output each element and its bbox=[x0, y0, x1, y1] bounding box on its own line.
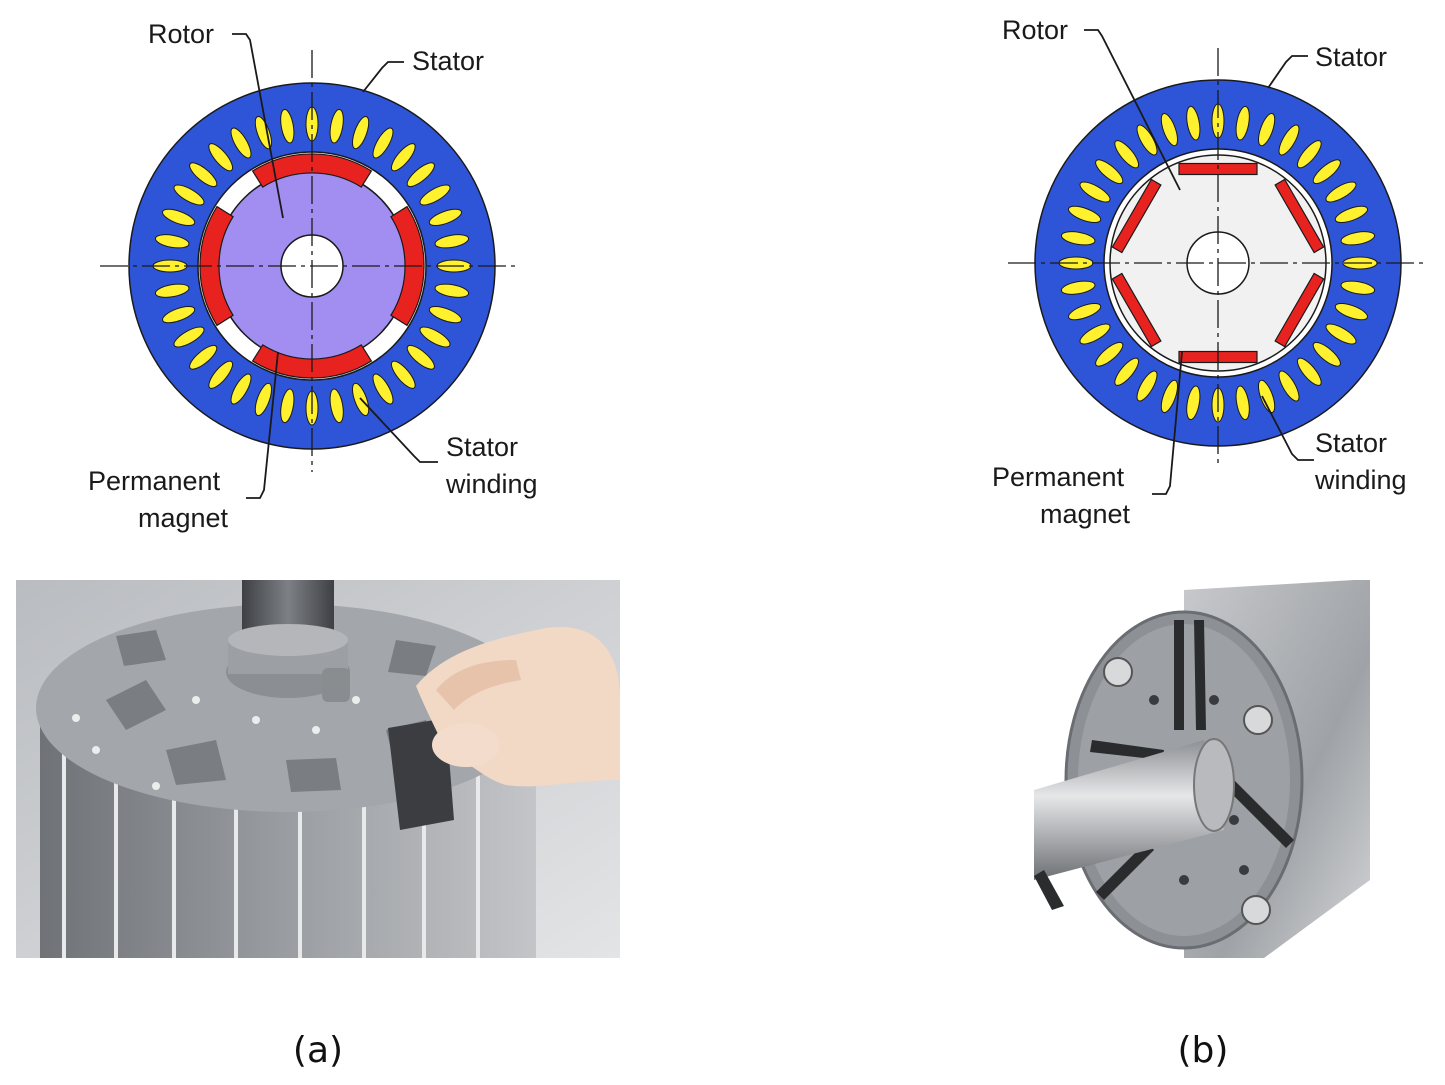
winding-slot bbox=[372, 373, 394, 405]
winding-slot bbox=[434, 283, 470, 298]
permanent-magnet-label-line1: Permanent bbox=[992, 462, 1125, 492]
winding-slot bbox=[230, 127, 252, 159]
diagram-surface-pm-motor: Rotor Stator Stator winding Permanent ma… bbox=[88, 19, 538, 533]
winding-slot bbox=[173, 184, 205, 206]
permanent-magnet-label-line2: magnet bbox=[1040, 499, 1131, 529]
winding-slot bbox=[208, 360, 234, 389]
winding-slot bbox=[1186, 105, 1201, 141]
winding-slot bbox=[1160, 112, 1178, 147]
winding-slot bbox=[1060, 280, 1096, 295]
winding-slot bbox=[1079, 323, 1111, 345]
stator-winding-label-line1: Stator bbox=[446, 432, 518, 462]
winding-slot bbox=[1235, 105, 1250, 141]
winding-slot bbox=[406, 344, 435, 370]
rotor-label: Rotor bbox=[1002, 15, 1068, 45]
winding-slot bbox=[1312, 159, 1341, 185]
winding-slot bbox=[329, 388, 344, 424]
winding-slot bbox=[1079, 181, 1111, 203]
winding-slot bbox=[1067, 303, 1102, 321]
winding-slot bbox=[428, 208, 463, 226]
winding-slot bbox=[161, 208, 196, 226]
caption-b: (b) bbox=[1177, 1030, 1229, 1071]
leader-lines bbox=[1084, 29, 1314, 495]
winding-slot bbox=[390, 143, 416, 172]
winding-slot bbox=[1296, 357, 1322, 386]
winding-slot bbox=[1136, 370, 1158, 402]
winding-slot bbox=[1312, 341, 1341, 367]
winding-slot bbox=[208, 143, 234, 172]
winding-slot bbox=[1258, 379, 1276, 414]
winding-slot bbox=[173, 326, 205, 348]
rotor-label: Rotor bbox=[148, 19, 214, 49]
winding-slot bbox=[154, 283, 190, 298]
winding-slot bbox=[154, 234, 190, 249]
winding-slot bbox=[1278, 124, 1300, 156]
winding-slot bbox=[1334, 303, 1369, 321]
winding-slot bbox=[419, 326, 451, 348]
stator-label: Stator bbox=[1315, 42, 1387, 72]
winding-slot bbox=[352, 115, 370, 150]
winding-slot bbox=[161, 306, 196, 324]
winding-slot bbox=[1186, 385, 1201, 421]
permanent-magnet bbox=[1111, 272, 1162, 348]
winding-slot bbox=[1095, 159, 1124, 185]
winding-slot bbox=[434, 234, 470, 249]
winding-slot bbox=[428, 306, 463, 324]
winding-slot bbox=[280, 108, 295, 144]
winding-slot bbox=[1114, 140, 1140, 169]
winding-slot bbox=[1095, 341, 1124, 367]
winding-slot bbox=[1325, 323, 1357, 345]
winding-slot bbox=[372, 127, 394, 159]
leader-lines bbox=[232, 33, 438, 499]
winding-slot bbox=[1235, 385, 1250, 421]
winding-slot bbox=[189, 162, 218, 188]
surface-mounted-magnet-rotor-photo bbox=[16, 580, 620, 958]
caption-a: (a) bbox=[292, 1030, 344, 1071]
winding-slot bbox=[390, 360, 416, 389]
centerlines bbox=[100, 50, 518, 472]
winding-slot bbox=[1296, 140, 1322, 169]
stator-winding-label-line2: winding bbox=[445, 469, 538, 499]
winding-slot bbox=[280, 388, 295, 424]
winding-slot bbox=[419, 184, 451, 206]
diagram-interior-pm-motor: Rotor Stator Stator winding Permanent ma… bbox=[992, 15, 1425, 529]
winding-slot bbox=[329, 108, 344, 144]
winding-slot bbox=[1060, 231, 1096, 246]
winding-slot bbox=[406, 162, 435, 188]
permanent-magnet-label-line2: magnet bbox=[138, 503, 229, 533]
winding-slot bbox=[1114, 357, 1140, 386]
permanent-magnet bbox=[1274, 178, 1325, 254]
winding-slot bbox=[1067, 205, 1102, 223]
stator-winding-slots bbox=[1058, 103, 1378, 423]
stator-winding-slots bbox=[152, 106, 472, 426]
permanent-magnet bbox=[1274, 272, 1325, 348]
stator-winding-label-line2: winding bbox=[1314, 465, 1407, 495]
permanent-magnet-label-line1: Permanent bbox=[88, 466, 221, 496]
winding-slot bbox=[1334, 205, 1369, 223]
winding-slot bbox=[1278, 370, 1300, 402]
centerlines bbox=[1008, 48, 1425, 468]
winding-slot bbox=[189, 344, 218, 370]
winding-slot bbox=[1340, 280, 1376, 295]
permanent-magnet bbox=[199, 205, 234, 327]
winding-slot bbox=[230, 373, 252, 405]
permanent-magnet bbox=[1111, 178, 1162, 254]
winding-slot bbox=[1160, 379, 1178, 414]
interior-magnet-rotor-photo bbox=[1034, 580, 1370, 958]
winding-slot bbox=[1325, 181, 1357, 203]
winding-slot bbox=[1340, 231, 1376, 246]
stator-winding-label-line1: Stator bbox=[1315, 428, 1387, 458]
winding-slot bbox=[1258, 112, 1276, 147]
winding-slot bbox=[254, 382, 272, 417]
stator-label: Stator bbox=[412, 46, 484, 76]
